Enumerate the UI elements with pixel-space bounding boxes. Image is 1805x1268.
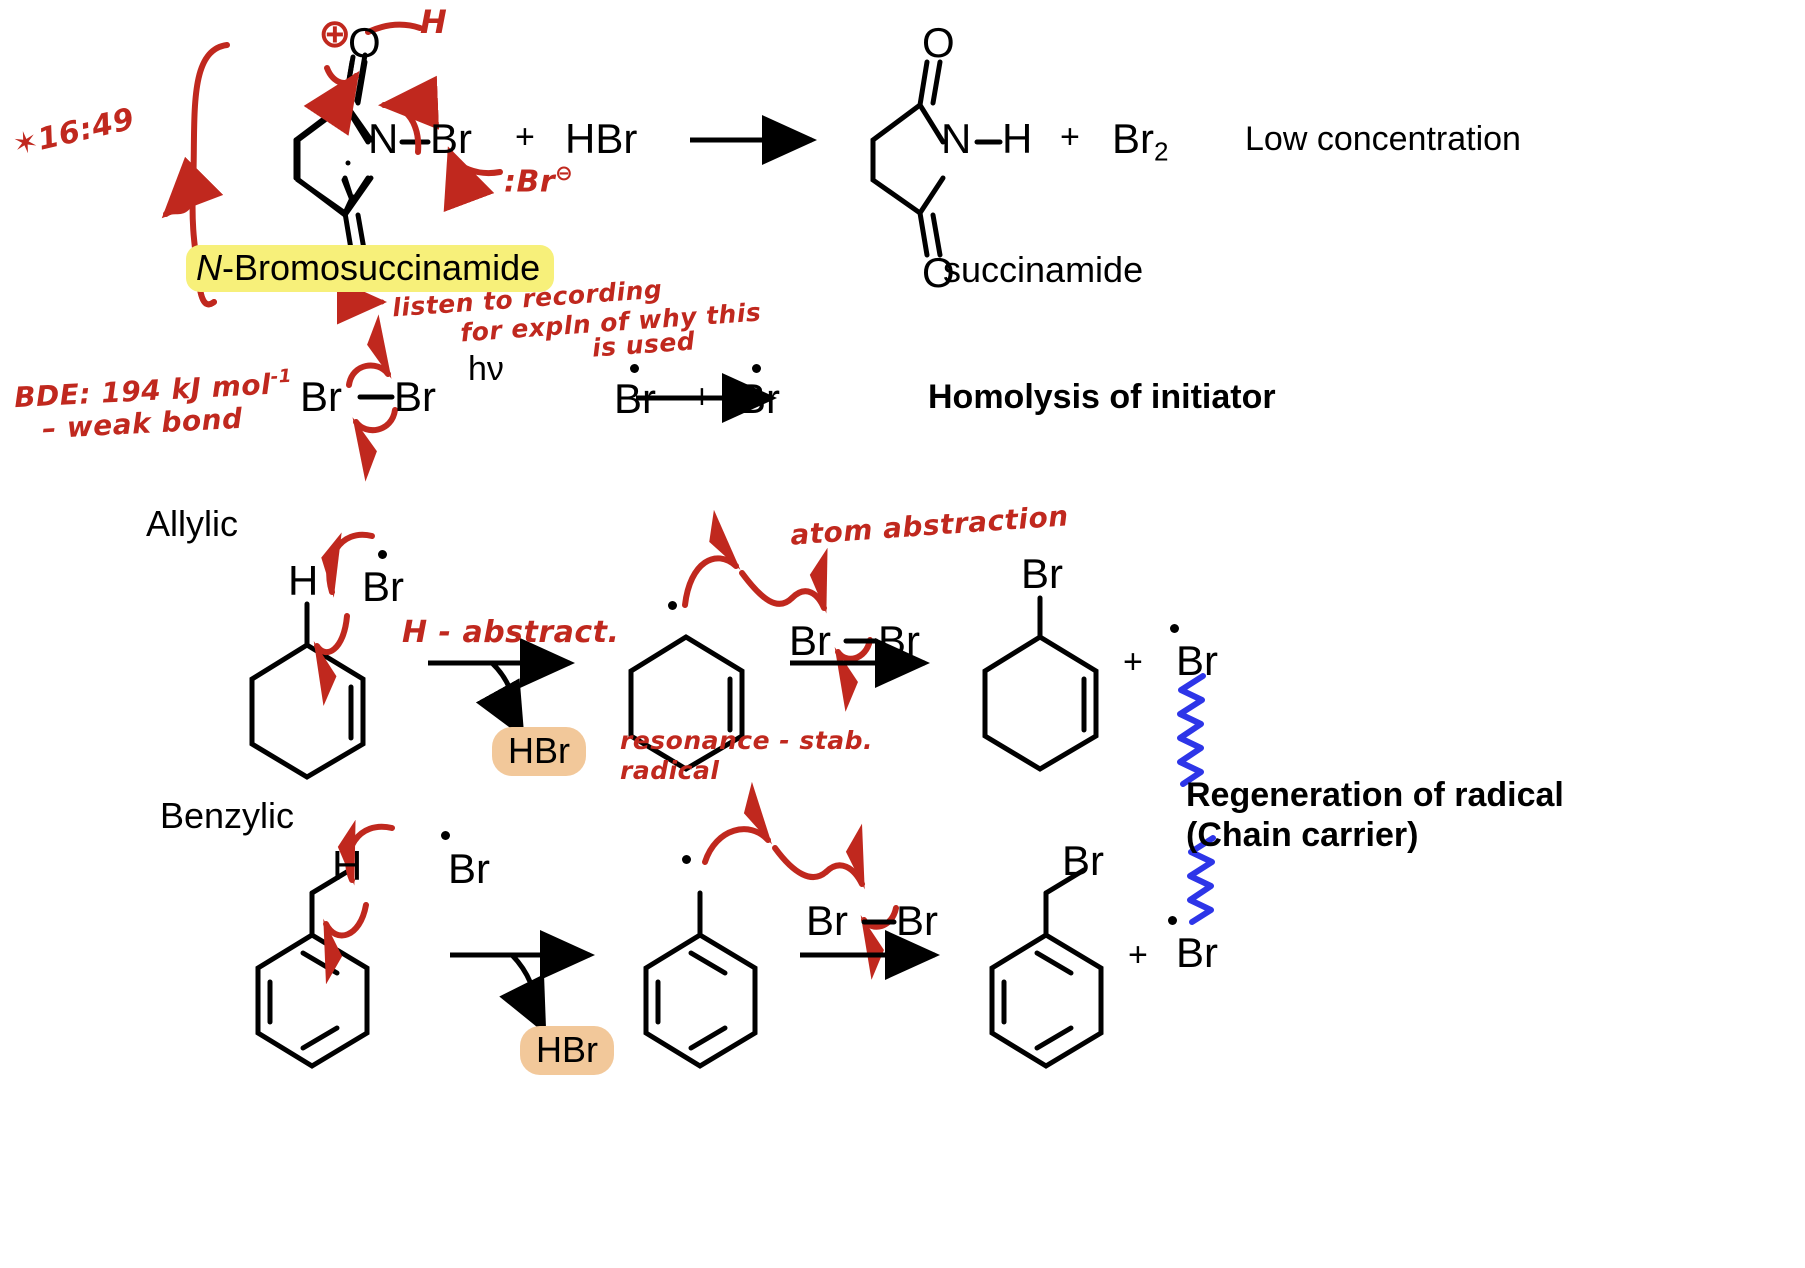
red-arrow-o-protonation (303, 21, 423, 136)
nbs-name-italic-prefix: N (196, 247, 222, 288)
allylic-main-arrow (428, 638, 575, 739)
allylic-product-plus: + (1123, 643, 1143, 681)
homolysis-br-right: Br (394, 373, 436, 420)
red-arrow-nbr-to-ring (378, 75, 440, 155)
allylic-regenerated-radical: Br (1176, 637, 1218, 684)
succinamide-oxygen-bottom: O (922, 249, 955, 296)
red-arrow-bromide-attack (443, 146, 503, 213)
allylic-reagent-br-right: Br (878, 617, 920, 664)
homolysis-radical-1: Br (614, 375, 656, 422)
nbs-ring (295, 59, 431, 258)
bromine-molecule: Br2 (1112, 115, 1169, 167)
benzylic-reagent-br-right: Br (896, 897, 938, 944)
allylic-hbr-highlight: HBr (492, 727, 586, 776)
bromide-anion-symbol: :Br (504, 164, 556, 200)
allylic-radical-intermediate (628, 634, 745, 772)
benzylic-main-arrow (450, 930, 595, 1035)
radical-dot-allylic-product (1170, 624, 1179, 633)
reaction-1-plus-2: + (1060, 118, 1080, 156)
transferred-hydrogen: H (420, 3, 448, 41)
radical-dot-allylic-br (378, 550, 387, 559)
benzylic-product-plus: + (1128, 936, 1148, 974)
benzylic-hbr-highlight: HBr (520, 1026, 614, 1075)
br2-subscript: 2 (1154, 136, 1169, 167)
benzylic-section-label: Benzylic (160, 795, 295, 836)
red-fishhooks-benzylic-abstraction (323, 819, 395, 985)
succinamide-nitrogen: N (941, 115, 972, 162)
allylic-hydrogen-label: H (288, 557, 319, 604)
benzylic-toluene-reactant (255, 867, 370, 1069)
succinamide-hydrogen: H (1002, 115, 1033, 162)
succinamide-ring (870, 59, 1003, 258)
low-concentration-note: Low concentration (1245, 120, 1521, 158)
allylic-product-bromine: Br (1021, 550, 1063, 597)
radical-dot-benzylic-br (441, 831, 450, 840)
red-arrows-benzylic-atom-abstraction (702, 781, 899, 980)
red-fishhooks-allylic-abstraction (313, 531, 375, 707)
reaction-1-hbr: HBr (565, 115, 638, 162)
allylic-section-label: Allylic (146, 503, 239, 544)
homolysis-radical-2: Br (738, 375, 780, 422)
nbs-oxygen-top: O (348, 19, 381, 66)
nbs-name-highlight: N-Bromosuccinamide (186, 245, 555, 292)
homolysis-br-left: Br (300, 373, 342, 420)
regeneration-caption-line-1: Regeneration of radical (1186, 776, 1564, 814)
reaction-1-plus-1: + (515, 118, 535, 156)
bromide-anion-charge: ⊖ (555, 161, 574, 185)
h-abstract-annotation: H - abstract. (402, 615, 620, 650)
resonance-note-line-2: radical (620, 756, 720, 785)
resonance-note-line-1: resonance - stab. (620, 726, 873, 755)
homolysis-caption: Homolysis of initiator (928, 378, 1276, 416)
nbs-name-label: N-Bromosuccinamide (186, 245, 555, 292)
bde-note-exponent: -1 (270, 365, 293, 388)
benzylic-bromine-radical: Br (448, 845, 490, 892)
blue-squiggle-allylic (1177, 673, 1206, 787)
radical-dot-allylic-intermediate (668, 601, 677, 610)
benzylic-product-benzylbromide (989, 867, 1104, 1069)
benzylic-reagent-br-left: Br (806, 897, 848, 944)
listen-note-line-3: is used (591, 326, 697, 363)
radical-dot-benzylic-intermediate (682, 855, 691, 864)
homolysis-plus: + (692, 378, 712, 416)
radical-dot-homolysis-2 (752, 364, 761, 373)
allylic-cyclohexene-reactant (249, 601, 366, 780)
br2-symbol: Br (1112, 115, 1154, 162)
regeneration-caption-line-2: (Chain carrier) (1186, 816, 1419, 854)
benzylic-regenerated-radical: Br (1176, 929, 1218, 976)
red-arrows-atom-abstraction (682, 509, 873, 712)
benzylic-hbr-byproduct: HBr (520, 1026, 614, 1075)
benzylic-product-bromine: Br (1062, 837, 1104, 884)
homolysis-condition: hν (468, 350, 504, 388)
nbs-name-rest: -Bromosuccinamide (222, 247, 541, 288)
red-hook-listen (337, 279, 387, 325)
benzylic-hydrogen-label: H (332, 842, 363, 889)
succinamide-oxygen-top: O (922, 19, 955, 66)
fishhook-arrows-brbr (346, 314, 398, 482)
benzylic-radical-intermediate (643, 890, 758, 1069)
bromide-anion: :Br⊖ (504, 163, 573, 198)
blue-squiggle-benzylic (1187, 835, 1216, 925)
radical-dot-benzylic-product (1168, 916, 1177, 925)
radical-dot-homolysis-1 (630, 364, 639, 373)
allylic-hbr-byproduct: HBr (492, 727, 586, 776)
succinamide-name: succinamide (943, 249, 1144, 290)
allylic-bromine-radical: Br (362, 563, 404, 610)
allylic-product-bromocyclohexene (982, 595, 1099, 772)
nbs-bromine: Br (430, 115, 472, 162)
nbs-nitrogen: N (368, 115, 399, 162)
allylic-reagent-br-left: Br (789, 617, 831, 664)
oxygen-positive-charge: ⊕ (318, 11, 353, 57)
